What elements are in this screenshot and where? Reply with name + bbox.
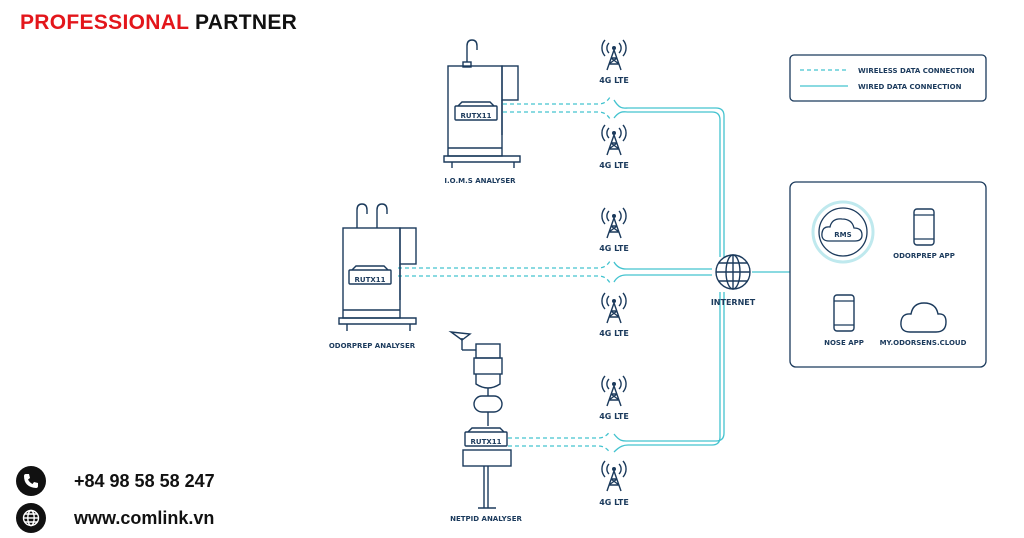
- cloud-services-panel: RMS ODORPREP APP NOSE APP MY.ODORSENS.CL…: [789, 181, 987, 368]
- lte-tower-3-label: 4G LTE: [599, 244, 629, 253]
- odorprep-analyser: RUTX11 ODORPREP ANALYSER: [329, 203, 417, 350]
- odorprep-label: ODORPREP ANALYSER: [329, 342, 416, 350]
- lte-tower-2-icon: [601, 124, 627, 156]
- phone-icon: [833, 294, 855, 332]
- odorprep-app-label: ODORPREP APP: [893, 252, 955, 260]
- lte-tower-4: 4G LTE: [599, 292, 629, 338]
- wireless-connection-lines: [398, 96, 611, 454]
- lte-tower-4-label: 4G LTE: [599, 329, 629, 338]
- netpid-analyser: RUTX11 NETPID ANALYSER: [448, 331, 522, 523]
- internet-label: INTERNET: [711, 298, 756, 307]
- phone-number[interactable]: +84 98 58 58 247: [74, 470, 215, 491]
- ioms-label: I.O.M.S ANALYSER: [444, 177, 516, 185]
- website-contact[interactable]: www.comlink.vn: [16, 503, 214, 533]
- brand-highlight: PROFESSIONAL: [20, 11, 189, 34]
- ioms-router-label: RUTX11: [461, 112, 492, 120]
- lte-tower-5-label: 4G LTE: [599, 412, 629, 421]
- lte-tower-4-icon: [601, 292, 627, 324]
- nose-app-label: NOSE APP: [824, 339, 864, 347]
- lte-tower-2-label: 4G LTE: [599, 161, 629, 170]
- phone-icon: [913, 208, 935, 246]
- brand-title: PROFESSIONAL PARTNER: [20, 11, 297, 35]
- lte-tower-1-icon: [601, 39, 627, 71]
- netpid-label: NETPID ANALYSER: [450, 515, 522, 523]
- website-url[interactable]: www.comlink.vn: [74, 507, 215, 528]
- netpid-router-label: RUTX11: [471, 438, 502, 446]
- lte-tower-6-icon: [601, 460, 627, 492]
- ioms-cabinet: [443, 39, 521, 168]
- lte-tower-1: 4G LTE: [599, 39, 629, 85]
- lte-tower-6: 4G LTE: [599, 460, 629, 507]
- lte-tower-1-label: 4G LTE: [599, 76, 629, 85]
- lte-tower-6-label: 4G LTE: [599, 498, 629, 507]
- legend-wired-label: WIRED DATA CONNECTION: [858, 83, 962, 91]
- lte-tower-3-icon: [601, 207, 627, 239]
- wired-connection-lines: [613, 99, 790, 453]
- netpid-station: [448, 331, 512, 509]
- rms-label: RMS: [834, 231, 851, 239]
- globe-icon: [16, 503, 46, 533]
- legend: WIRELESS DATA CONNECTION WIRED DATA CONN…: [789, 54, 987, 102]
- legend-box: [789, 54, 987, 102]
- globe-icon: [715, 254, 751, 290]
- legend-wireless-label: WIRELESS DATA CONNECTION: [858, 67, 975, 75]
- lte-tower-3: 4G LTE: [599, 207, 629, 253]
- odorsens-cloud-node: MY.ODORSENS.CLOUD: [880, 302, 967, 347]
- cloud-icon: [900, 302, 947, 333]
- ioms-analyser: RUTX11 I.O.M.S ANALYSER: [443, 39, 521, 185]
- phone-contact[interactable]: +84 98 58 58 247: [16, 466, 215, 496]
- odorprep-app-node: ODORPREP APP: [893, 208, 955, 260]
- odorprep-cabinet: [338, 203, 417, 331]
- lte-tower-5-icon: [601, 375, 627, 407]
- brand-rest: PARTNER: [195, 11, 298, 34]
- odorsens-cloud-label: MY.ODORSENS.CLOUD: [880, 339, 967, 347]
- cloud-panel-box: [789, 181, 987, 368]
- lte-tower-2: 4G LTE: [599, 124, 629, 170]
- lte-tower-5: 4G LTE: [599, 375, 629, 421]
- rms-cloud-icon: [821, 218, 863, 242]
- nose-app-node: NOSE APP: [824, 294, 864, 347]
- phone-icon: [16, 466, 46, 496]
- rms-node: RMS: [811, 200, 875, 264]
- odorprep-router-label: RUTX11: [355, 276, 386, 284]
- internet-node: INTERNET: [711, 254, 756, 307]
